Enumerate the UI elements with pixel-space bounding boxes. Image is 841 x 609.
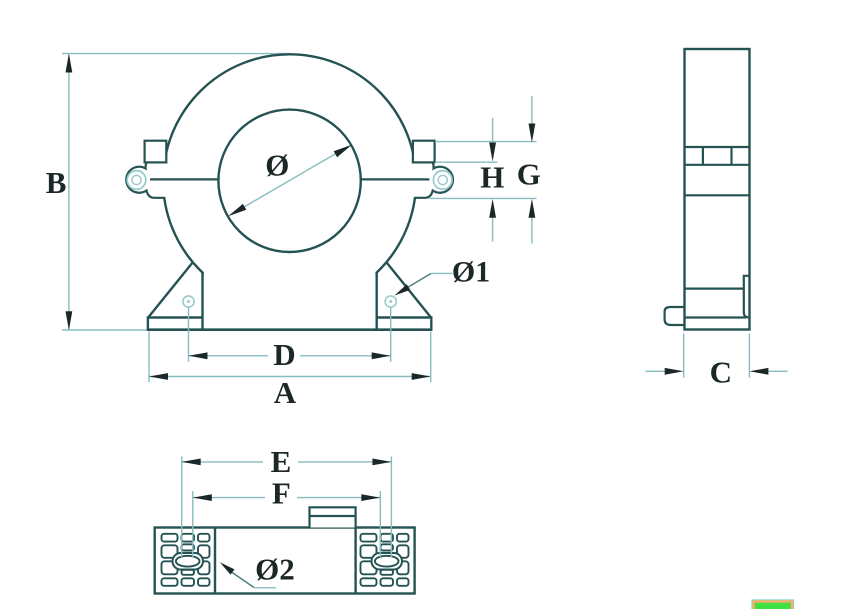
svg-text:D: D [273,337,295,372]
svg-text:H: H [480,160,504,195]
svg-text:A: A [274,375,297,410]
svg-text:C: C [710,355,732,390]
svg-text:B: B [46,165,67,200]
svg-text:E: E [271,444,292,479]
svg-text:G: G [517,157,541,192]
svg-text:Ø2: Ø2 [255,552,295,587]
svg-text:F: F [272,476,291,511]
svg-text:Ø1: Ø1 [452,256,490,289]
svg-text:Ø: Ø [265,148,289,183]
